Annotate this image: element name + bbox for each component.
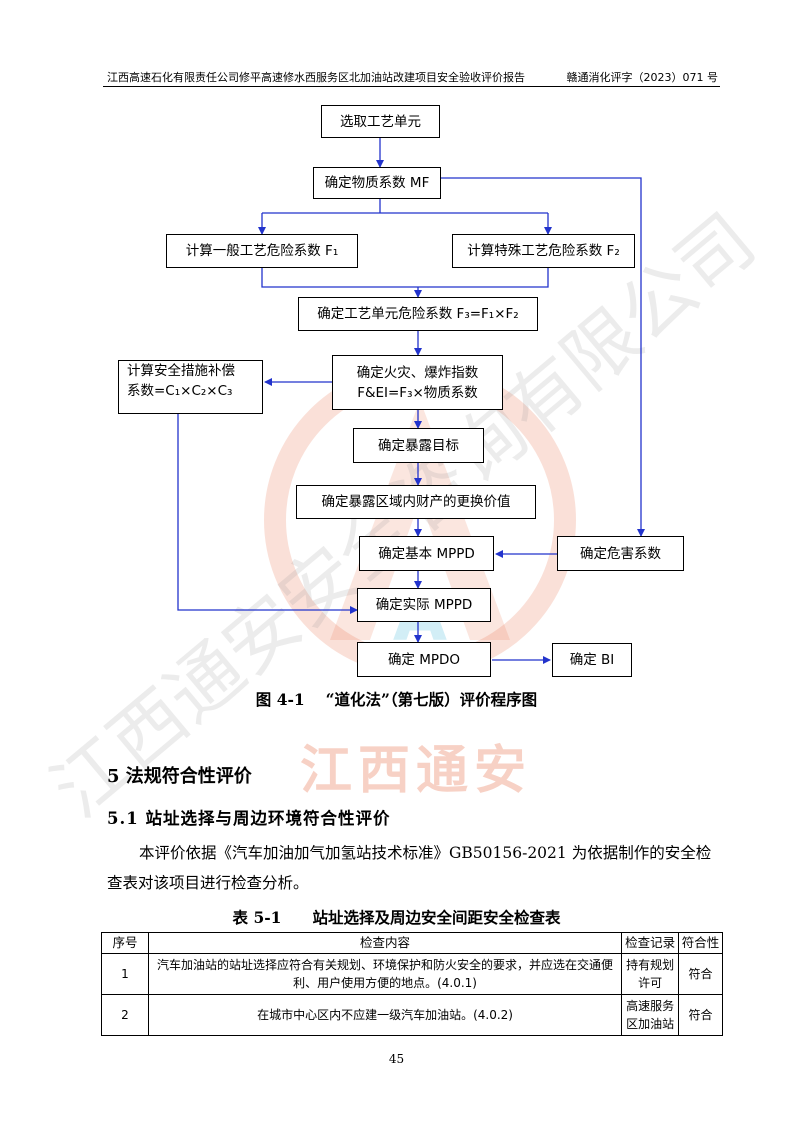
col-header-record: 检查记录 xyxy=(621,932,680,954)
figure-caption: 图 4-1 “道化法”（第七版）评价程序图 xyxy=(255,690,538,709)
flow-exposure-target: 确定暴露目标 xyxy=(353,428,484,463)
flow-fei-line1: 确定火灾、爆炸指数 xyxy=(356,364,479,381)
body-paragraph: 本评价依据《汽车加油加气加氢站技术标准》GB50156-2021 为依据制作的安… xyxy=(107,844,712,892)
flow-fei-line2: F&EI=F₃×物质系数 xyxy=(357,384,478,401)
header-left: 江西高速石化有限责任公司修平高速修水西服务区北加油站改建项目安全验收评价报告 xyxy=(107,71,525,84)
table-header-row: 序号 检查内容 检查记录 符合性 xyxy=(101,932,723,954)
watermark-red-text: 江西通安 xyxy=(300,741,533,801)
page-number: 45 xyxy=(388,1052,405,1066)
flow-select-unit: 选取工艺单元 xyxy=(321,105,440,138)
flow-actual-mppd: 确定实际 MPPD xyxy=(357,588,491,622)
col-header-compliance: 符合性 xyxy=(678,932,723,954)
table-caption: 表 5-1 站址选择及周边安全间距安全检查表 xyxy=(232,908,561,927)
cell-no: 1 xyxy=(101,953,149,995)
check-table: 序号 检查内容 检查记录 符合性 1 汽车加油站的站址选择应符合有关规划、环境保… xyxy=(101,932,723,1036)
flow-mpdo: 确定 MPDO xyxy=(357,642,491,677)
cell-record: 高速服务区加油站 xyxy=(621,994,680,1036)
flow-material-factor: 确定物质系数 MF xyxy=(313,167,441,199)
flow-replacement-value: 确定暴露区域内财产的更换价值 xyxy=(296,485,536,519)
flowchart-arrows xyxy=(177,138,645,664)
flow-hazard-factor: 确定危害系数 xyxy=(557,536,684,571)
cell-no: 2 xyxy=(101,994,149,1036)
table-row: 1 汽车加油站的站址选择应符合有关规划、环境保护和防火安全的要求，并应选在交通便… xyxy=(101,953,723,995)
header-divider xyxy=(103,86,720,87)
cell-content: 汽车加油站的站址选择应符合有关规划、环境保护和防火安全的要求，并应选在交通便利、… xyxy=(147,953,623,995)
cell-content: 在城市中心区内不应建一级汽车加油站。(4.0.2) xyxy=(147,994,623,1036)
table-row: 2 在城市中心区内不应建一级汽车加油站。(4.0.2) 高速服务区加油站 符合 xyxy=(101,994,723,1036)
subsection-title: 5.1 站址选择与周边环境符合性评价 xyxy=(107,809,391,828)
flow-bi: 确定 BI xyxy=(552,643,632,677)
flow-basic-mppd: 确定基本 MPPD xyxy=(359,536,494,571)
cell-compliance: 符合 xyxy=(678,953,723,995)
flow-safety-compensation: 计算安全措施补偿 系数=C₁×C₂×C₃ xyxy=(118,360,263,414)
cell-record: 持有规划许可 xyxy=(621,953,680,995)
flow-unit-hazard-f3: 确定工艺单元危险系数 F₃=F₁×F₂ xyxy=(298,297,538,331)
flow-safety-line1: 计算安全措施补偿 xyxy=(127,363,235,379)
flow-general-hazard-f1: 计算一般工艺危险系数 F₁ xyxy=(166,234,358,268)
flow-fire-explosion-index: 确定火灾、爆炸指数 F&EI=F₃×物质系数 xyxy=(332,355,503,410)
cell-compliance: 符合 xyxy=(678,994,723,1036)
col-header-no: 序号 xyxy=(101,932,149,954)
flow-special-hazard-f2: 计算特殊工艺危险系数 F₂ xyxy=(452,234,635,268)
col-header-content: 检查内容 xyxy=(147,932,623,954)
header-right: 赣通消化评字（2023）071 号 xyxy=(566,71,719,84)
section-title: 5 法规符合性评价 xyxy=(107,766,252,787)
flow-safety-line2: 系数=C₁×C₂×C₃ xyxy=(127,383,233,399)
